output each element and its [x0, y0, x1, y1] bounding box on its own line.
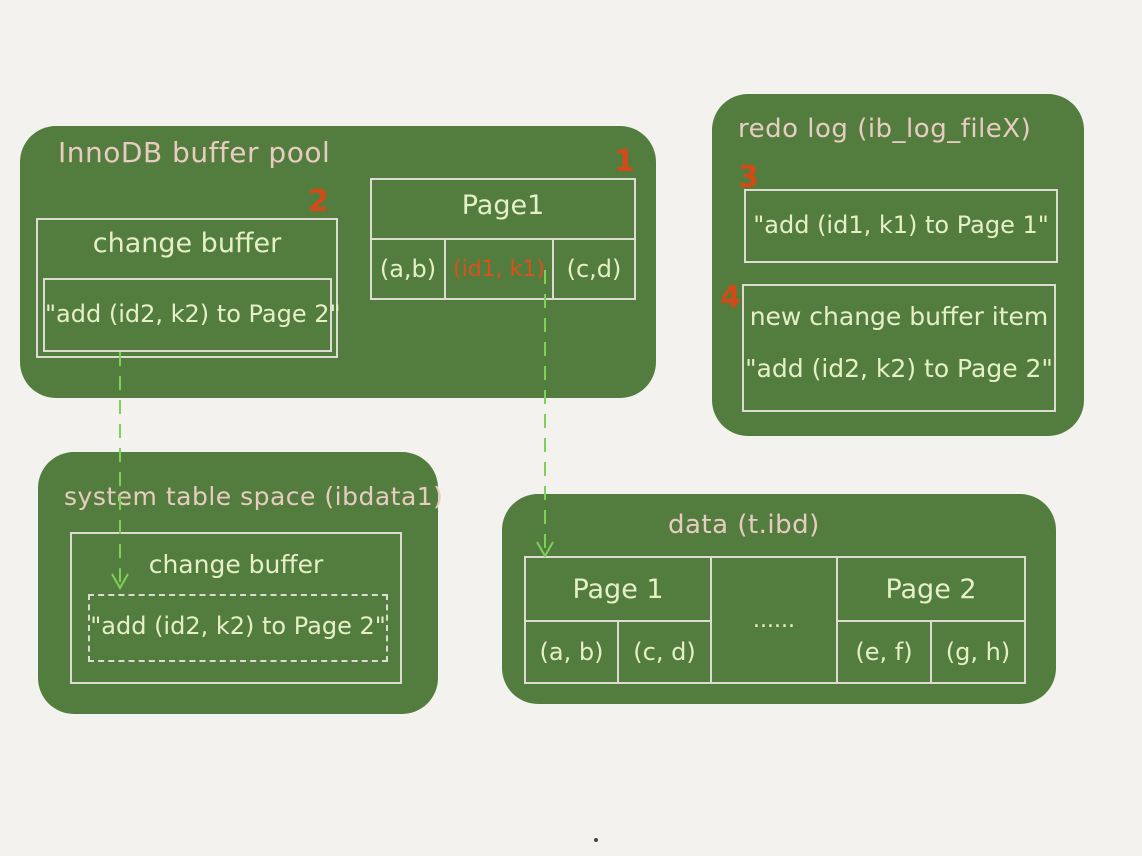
arrow-change-buffer-to-system-tablespace: [111, 352, 129, 591]
buffer-pool-title: InnoDB buffer pool: [58, 136, 331, 169]
step-marker-3: 3: [738, 160, 759, 195]
system-change-buffer-entry: "add (id2, k2) to Page 2": [90, 612, 386, 640]
arrow-page1-to-data-file: [536, 270, 554, 559]
innodb-buffer-pool-panel: InnoDB buffer pool 2 1 change buffer "ad…: [20, 126, 656, 398]
redo-log-title: redo log (ib_log_fileX): [738, 114, 1032, 144]
change-buffer-entry: "add (id2, k2) to Page 2": [45, 300, 341, 328]
redo-entry-2-line1: new change buffer item: [749, 302, 1049, 331]
data-file-table: Page 1 (a, b) (c, d) ...... Page 2 (e, f…: [524, 556, 1026, 684]
change-buffer-title: change buffer: [92, 228, 282, 259]
change-buffer-box: change buffer "add (id2, k2) to Page 2": [36, 218, 341, 358]
system-change-buffer-box: change buffer "add (id2, k2) to Page 2": [70, 532, 402, 684]
system-change-buffer-entry-box: "add (id2, k2) to Page 2": [88, 594, 388, 662]
data-file-title: data (t.ibd): [668, 510, 820, 540]
step-marker-1: 1: [614, 144, 635, 179]
redo-log-panel: redo log (ib_log_fileX) 3 "add (id1, k1)…: [712, 94, 1084, 436]
data-page2-cell: (g, h): [945, 638, 1011, 666]
system-tablespace-panel: system table space (ibdata1) change buff…: [38, 452, 443, 714]
data-page1-cell: (a, b): [526, 622, 619, 682]
page1-memory-box: Page1 (a,b) (id1, k1) (c,d): [370, 178, 636, 300]
stray-dot: [594, 838, 598, 842]
page1-memory-cell: (a,b): [372, 238, 446, 298]
redo-entry-2-box: new change buffer item "add (id2, k2) to…: [742, 284, 1056, 412]
data-page2-title: Page 2: [838, 558, 1024, 622]
step-marker-2: 2: [308, 184, 329, 219]
page1-memory-cell: (c,d): [554, 238, 634, 298]
data-page1-cell: (c, d): [619, 622, 712, 682]
page1-memory-cell-highlighted: (id1, k1): [446, 238, 554, 298]
page1-memory-title: Page1: [461, 190, 545, 221]
data-page1-title: Page 1: [526, 558, 712, 622]
data-file-panel: data (t.ibd) Page 1 (a, b) (c, d) ......…: [502, 494, 1056, 704]
data-ellipsis: ......: [712, 558, 838, 682]
system-tablespace-title: system table space (ibdata1): [64, 482, 444, 511]
step-marker-4: 4: [720, 280, 741, 315]
data-page2-cell: (e, f): [838, 622, 932, 682]
redo-entry-1: "add (id1, k1) to Page 1": [753, 211, 1049, 239]
redo-entry-2-line2: "add (id2, k2) to Page 2": [745, 354, 1053, 383]
redo-entry-1-box: "add (id1, k1) to Page 1": [744, 189, 1058, 263]
change-buffer-entry-box: "add (id2, k2) to Page 2": [43, 278, 341, 352]
system-change-buffer-title: change buffer: [148, 550, 324, 579]
